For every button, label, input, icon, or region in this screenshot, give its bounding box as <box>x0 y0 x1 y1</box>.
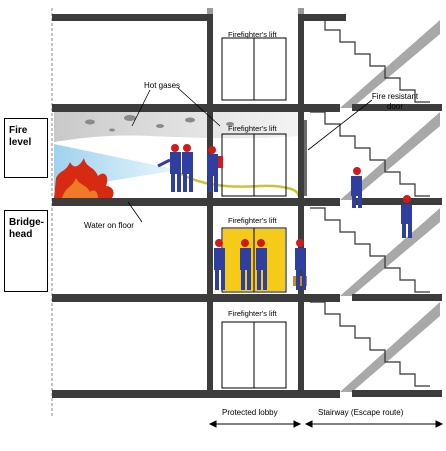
water-on-floor-label: Water on floor <box>84 221 134 230</box>
stair-steps-1 <box>310 17 430 103</box>
slab-level-4 <box>52 390 340 398</box>
lift-shafts <box>221 37 287 389</box>
hot-gases-leader <box>131 89 151 127</box>
stairway-label: Stairway (Escape route) <box>318 408 404 417</box>
lift-label-3: Firefighter's lift <box>228 216 277 225</box>
slab-roof-right <box>298 14 346 21</box>
firefighter-lift-2 <box>240 239 251 290</box>
bridgehead-box: Bridge-head <box>4 210 48 292</box>
slab-level-3 <box>52 294 340 302</box>
fire-level-box: Fire level <box>4 118 48 178</box>
slab-roof <box>52 14 212 21</box>
smoke-particles <box>85 115 234 132</box>
stair-flight-1 <box>340 20 440 108</box>
protected-lobby-label: Protected lobby <box>222 408 278 417</box>
fire-resistant-door-label: Fire resistant door <box>371 92 419 111</box>
slab-level-2 <box>52 198 340 206</box>
stair-landing-2 <box>352 198 442 205</box>
lift-label-1: Firefighter's lift <box>228 30 277 39</box>
slab-level-1 <box>52 104 340 112</box>
firefighter-lobby <box>293 239 307 290</box>
firefighter-stairs-1 <box>351 167 362 208</box>
firefighter-lift-1 <box>214 239 225 290</box>
lift-label-4: Firefighter's lift <box>228 309 277 318</box>
fire-inner <box>62 178 98 198</box>
stairway <box>310 17 440 392</box>
firefighter-stairs-2 <box>401 195 412 238</box>
bridgehead-label: Bridge-head <box>9 217 44 240</box>
stair-landing-3 <box>352 294 442 301</box>
fire-resistant-door <box>304 120 307 196</box>
hot-gases-leader-2 <box>177 87 221 127</box>
hot-gases-label: Hot gases <box>144 81 181 90</box>
stair-landing-4 <box>352 390 442 397</box>
lobby-walls <box>207 8 304 398</box>
fire-level-label: Fire level <box>9 125 32 148</box>
firefighter-2 <box>182 144 193 192</box>
firefighter-lift-3 <box>256 239 267 290</box>
stair-steps-3 <box>310 207 430 293</box>
stair-steps-4 <box>310 301 430 387</box>
firefighter-3 <box>207 146 223 192</box>
stair-steps-2 <box>310 111 430 197</box>
stair-flight-2 <box>340 112 440 200</box>
firefighter-nozzle <box>157 144 181 192</box>
water-on-floor-leader <box>127 201 143 223</box>
floor-slabs <box>52 14 442 398</box>
lift-label-2: Firefighter's lift <box>228 124 277 133</box>
stair-landing-1 <box>352 104 442 111</box>
zone-arrows <box>208 420 444 428</box>
stair-flight-4 <box>340 302 440 392</box>
stair-flight-3 <box>340 208 440 296</box>
fire-resistant-door-leader <box>307 99 373 151</box>
fire-hose <box>177 170 300 197</box>
